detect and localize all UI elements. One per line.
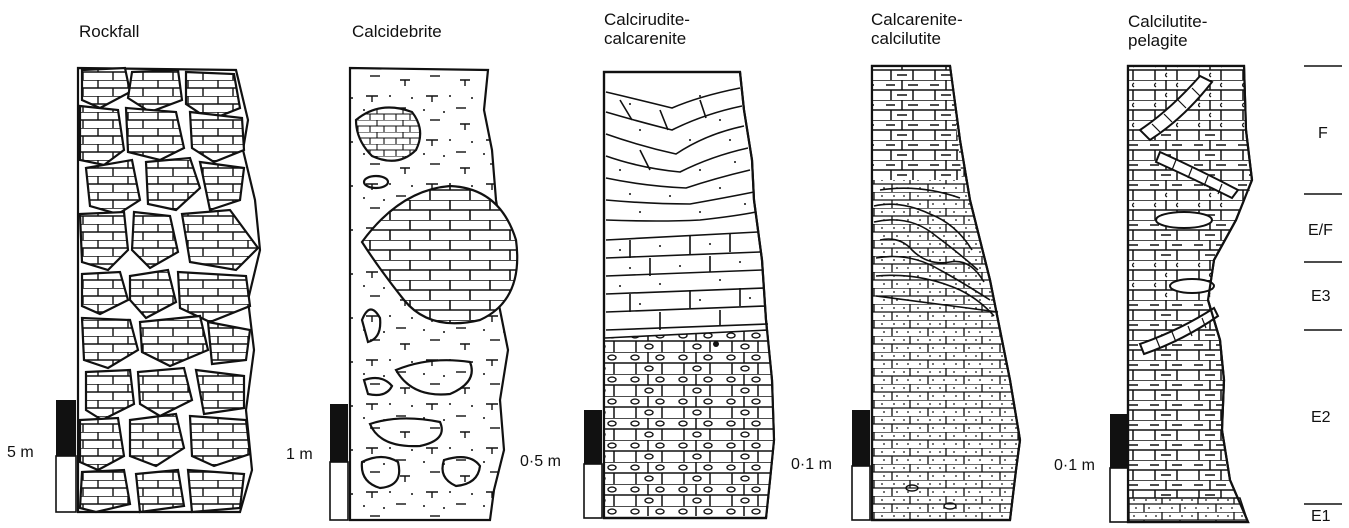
rockfall-blocks (80, 68, 258, 512)
column-rockfall (56, 68, 260, 512)
column-calcilutite-pelagite (1110, 66, 1252, 522)
column-calcidebrite (330, 68, 517, 520)
scale-bar-rockfall (56, 400, 76, 456)
column-calcarenite-calcilutite (852, 66, 1020, 520)
scale-bar-calcirudite (584, 410, 602, 464)
unit-boundaries (1304, 66, 1342, 504)
scale-bar-calcarenite (852, 410, 870, 466)
scale-bar-calcidebrite (330, 404, 348, 462)
column-calcirudite-calcarenite (584, 72, 774, 518)
scale-bar-calcilutite (1110, 414, 1128, 468)
